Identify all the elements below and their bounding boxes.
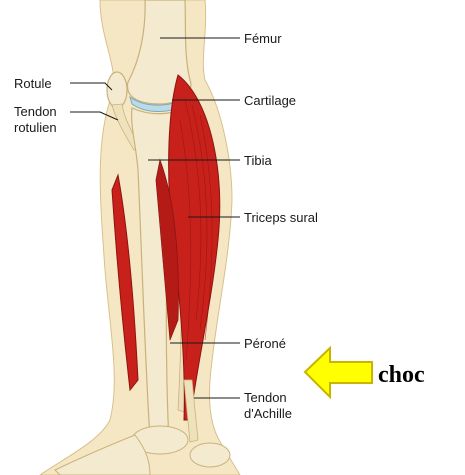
label-tendon-achille-1: Tendon [244,390,287,405]
label-tibia: Tibia [244,153,272,168]
label-perone: Péroné [244,336,286,351]
label-tendon-rotulien-1: Tendon [14,104,57,119]
label-cartilage: Cartilage [244,93,296,108]
label-femur: Fémur [244,31,282,46]
impact-arrow-icon [305,348,372,397]
label-tendon-achille-2: d'Achille [244,406,292,421]
label-triceps-sural: Triceps sural [244,210,318,225]
patella-bone [107,72,127,108]
rotule-leader [70,83,112,90]
label-tendon-rotulien-2: rotulien [14,120,57,135]
impact-label: choc [378,362,425,388]
label-rotule: Rotule [14,76,52,91]
